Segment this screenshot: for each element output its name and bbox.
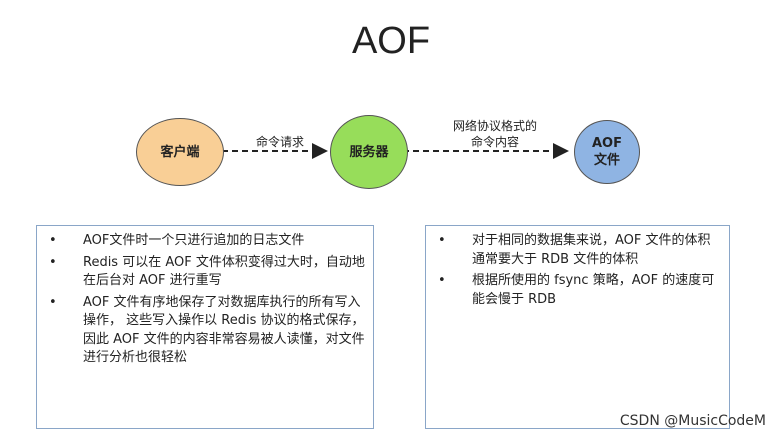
list-item: 根据所使用的 fsync 策略，AOF 的速度可能会慢于 RDB xyxy=(436,272,721,309)
diagram-title: AOF xyxy=(351,20,431,62)
list-item: Redis 可以在 AOF 文件体积变得过大时，自动地在后台对 AOF 进行重写 xyxy=(47,254,365,291)
edge-label-request: 命令请求 xyxy=(255,135,304,149)
edge-label-protocol-line2: 命令内容 xyxy=(470,135,519,149)
server-node: 服务器 xyxy=(330,115,408,189)
client-node: 客户端 xyxy=(136,118,224,186)
aof-node-line1: AOF xyxy=(592,136,622,151)
aof-disadvantages-box: 对于相同的数据集来说，AOF 文件的体积通常要大于 RDB 文件的体积 根据所使… xyxy=(425,225,730,429)
edge-label-protocol: 网络协议格式的 命令内容 xyxy=(430,118,560,150)
aof-file-node: AOF 文件 xyxy=(574,120,640,184)
aof-node-line2: 文件 xyxy=(593,153,620,168)
list-item: AOF 文件有序地保存了对数据库执行的所有写入操作， 这些写入操作以 Redis… xyxy=(47,294,365,368)
aof-advantages-box: AOF文件时一个只进行追加的日志文件 Redis 可以在 AOF 文件体积变得过… xyxy=(36,225,374,429)
list-item: AOF文件时一个只进行追加的日志文件 xyxy=(47,232,365,251)
edge-label-protocol-line1: 网络协议格式的 xyxy=(452,119,537,133)
watermark: CSDN @MusicCodeM xyxy=(619,413,766,429)
list-item: 对于相同的数据集来说，AOF 文件的体积通常要大于 RDB 文件的体积 xyxy=(436,232,721,269)
